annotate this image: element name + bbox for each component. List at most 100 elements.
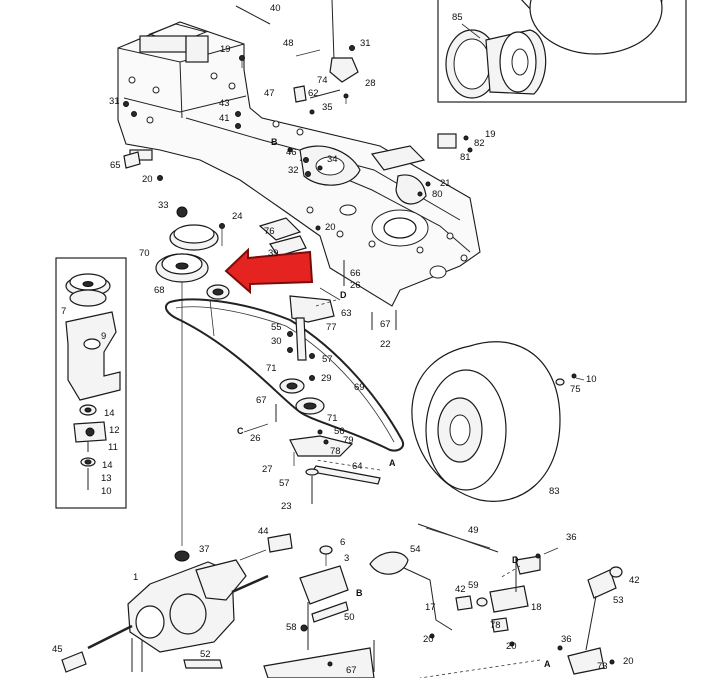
callout-c46: 46: [286, 147, 297, 158]
callout-c14a: 14: [104, 408, 115, 419]
callout-c27: 27: [262, 464, 273, 475]
callout-c45: 45: [52, 644, 63, 655]
reference-lines: [315, 299, 541, 678]
callout-c71a: 71: [266, 363, 277, 374]
callout-c11: 11: [108, 442, 118, 453]
callout-c43: 43: [219, 98, 230, 109]
callout-c41: 41: [219, 113, 230, 124]
callout-c10a: 10: [586, 374, 597, 385]
callout-c12: 12: [109, 425, 120, 436]
callout-c17: 17: [425, 602, 436, 613]
callout-c77: 77: [326, 322, 337, 333]
callout-c81: 81: [460, 152, 471, 163]
steering-linkage: [123, 0, 473, 231]
callout-c57b: 57: [279, 478, 290, 489]
callout-c52: 52: [200, 649, 211, 660]
callout-c14b: 14: [102, 460, 113, 471]
callout-c58: 58: [286, 622, 297, 633]
callout-c19a: 19: [220, 44, 231, 55]
callout-c31b: 31: [109, 96, 120, 107]
idler-bracket-parts: [243, 260, 397, 504]
pulley-inset: [55, 257, 127, 509]
drive-belt: [164, 298, 404, 452]
callout-c20d: 20: [506, 641, 517, 652]
callout-c44: 44: [258, 526, 269, 537]
callout-c42a: 42: [629, 575, 640, 586]
callout-c28: 28: [365, 78, 376, 89]
callout-c18: 18: [531, 602, 542, 613]
callout-c55: 55: [271, 322, 282, 333]
callout-c42b: 42: [455, 584, 466, 595]
callout-c48: 48: [283, 38, 294, 49]
transmission: [61, 533, 293, 673]
callout-c79: 79: [343, 435, 354, 446]
rear-tire: [411, 341, 585, 502]
callout-c59: 59: [468, 580, 479, 591]
callout-c82: 82: [474, 138, 485, 149]
callout-c21: 21: [440, 178, 451, 189]
callout-c10b: 10: [101, 486, 112, 497]
callout-c67a: 67: [380, 319, 391, 330]
callout-c22: 22: [380, 339, 391, 350]
callout-c53: 53: [613, 595, 624, 606]
callout-c26a: 26: [350, 280, 361, 291]
callout-c68: 68: [154, 285, 165, 296]
callout-c78a: 78: [330, 446, 341, 457]
callout-c34: 34: [327, 154, 338, 165]
callout-c7: 7: [61, 306, 66, 317]
callout-cD2: D: [512, 555, 519, 565]
callout-c74: 74: [317, 75, 328, 86]
callout-c76: 76: [264, 226, 275, 237]
callout-c32: 32: [288, 165, 299, 176]
callout-c1: 1: [133, 572, 138, 583]
callout-c39: 39: [268, 248, 279, 259]
callout-cB2: B: [356, 588, 363, 598]
callout-c64: 64: [352, 461, 363, 472]
callout-c70: 70: [139, 248, 150, 259]
callout-cA2: A: [544, 659, 551, 669]
callout-cA1: A: [389, 458, 396, 468]
main-frame: [117, 21, 481, 307]
callout-c20c: 20: [423, 634, 434, 645]
callout-c83: 83: [549, 486, 560, 497]
pedal-linkage: [263, 523, 623, 678]
callout-c30: 30: [271, 336, 282, 347]
pulley-assembly: [155, 206, 230, 546]
callout-c35: 35: [322, 102, 333, 113]
callout-c37: 37: [199, 544, 210, 555]
callout-c9: 9: [101, 331, 106, 342]
callout-c78b: 78: [490, 620, 501, 631]
red-arrow-icon: [224, 247, 314, 295]
callout-c50: 50: [344, 612, 355, 623]
callout-cB1: B: [271, 137, 278, 147]
callout-c20a: 20: [142, 174, 153, 185]
callout-c19b: 19: [485, 129, 496, 140]
callout-c65: 65: [110, 160, 121, 171]
callout-c66: 66: [350, 268, 361, 279]
rim-inset: [437, 0, 687, 103]
callout-c47: 47: [264, 88, 275, 99]
callout-c31a: 31: [360, 38, 371, 49]
callout-c20e: 20: [623, 656, 634, 667]
callout-c49: 49: [468, 525, 479, 536]
callout-cC: C: [237, 426, 244, 436]
callout-c36b: 36: [561, 634, 572, 645]
callout-c3: 3: [344, 553, 349, 564]
callout-c73: 73: [597, 661, 608, 672]
callout-c20b: 20: [325, 222, 336, 233]
callout-c67c: 67: [346, 665, 357, 676]
callout-c71b: 71: [327, 413, 338, 424]
callout-c29: 29: [321, 373, 332, 384]
callout-c57a: 57: [322, 354, 333, 365]
callout-c85: 85: [452, 12, 463, 23]
callout-c75: 75: [570, 384, 581, 395]
callout-c26b: 26: [250, 433, 261, 444]
callout-c24: 24: [232, 211, 243, 222]
callout-c33: 33: [158, 200, 169, 211]
callout-c67b: 67: [256, 395, 267, 406]
callout-c63: 63: [341, 308, 352, 319]
callout-c69: 69: [354, 382, 365, 393]
callout-c23: 23: [281, 501, 292, 512]
